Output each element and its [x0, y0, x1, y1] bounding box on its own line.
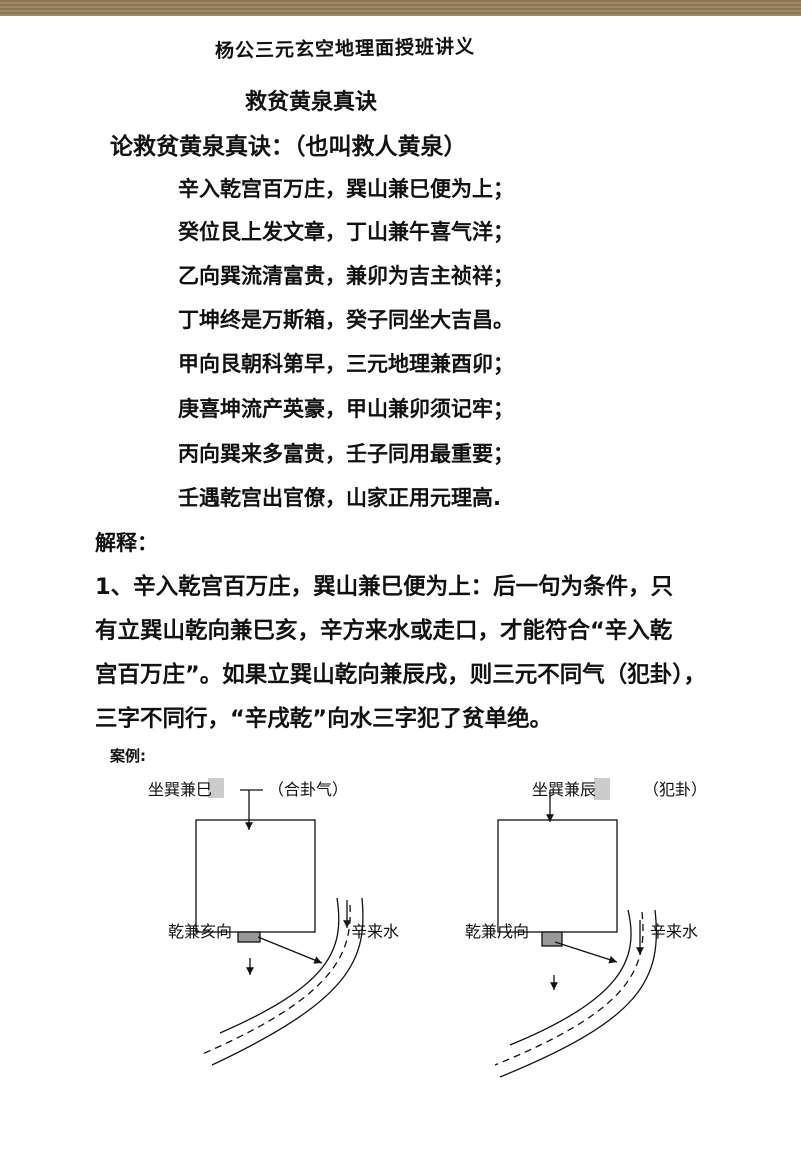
left-diagram — [195, 778, 364, 1066]
right-note: （犯卦） — [643, 780, 708, 799]
left-sit-label: 坐巽兼巳 — [148, 780, 213, 799]
top-border — [0, 0, 801, 16]
poem-line: 壬遇乾宫出官僚，山家正用元理高. — [178, 486, 501, 510]
explanation-line: 三字不同行，“辛戌乾”向水三字犯了贫单绝。 — [95, 706, 553, 732]
right-water-label: 辛来水 — [650, 922, 699, 941]
explanation-line: 宫百万庄”。如果立巽山乾向兼辰戌，则三元不同气（犯卦）， — [95, 662, 707, 688]
house-box — [195, 819, 316, 933]
section-heading: 论救贫黄泉真诀：（也叫救人黄泉） — [110, 134, 467, 160]
explanation-label: 解释： — [95, 531, 158, 555]
case-label: 案例: — [110, 747, 146, 765]
section-title: 救贫黄泉真诀 — [245, 90, 378, 115]
left-note: （合卦气） — [268, 780, 349, 799]
explanation-line: 1、辛入乾宫百万庄，巽山兼巳便为上：后一句为条件，只 — [95, 574, 674, 600]
house-box — [497, 819, 618, 933]
left-water-label: 辛来水 — [351, 922, 400, 941]
poem-line: 庚喜坤流产英豪，甲山兼卯须记牢； — [178, 397, 514, 421]
right-facing-label: 乾兼戌向 — [465, 922, 530, 941]
right-sit-label: 坐巽兼辰 — [532, 780, 597, 799]
left-facing-label: 乾兼亥向 — [168, 922, 233, 941]
poem-line: 辛入乾宫百万庄，巽山兼巳便为上； — [178, 177, 514, 201]
poem-line: 丙向巽来多富贵，壬子同用最重要； — [178, 442, 514, 466]
poem-line: 丁坤终是万斯箱，癸子同坐大吉昌。 — [178, 308, 514, 332]
gate — [237, 931, 261, 943]
poem-line: 甲向艮朝科第早，三元地理兼酉卯； — [178, 352, 514, 376]
poem-line: 乙向巽流清富贵，兼卯为吉主祯祥； — [178, 264, 514, 288]
right-diagram — [494, 778, 658, 1078]
poem-line: 癸位艮上发文章，丁山兼午喜气洋； — [178, 220, 514, 244]
explanation-line: 有立巽山乾向兼巳亥，辛方来水或走口，才能符合“辛入乾 — [95, 618, 673, 644]
